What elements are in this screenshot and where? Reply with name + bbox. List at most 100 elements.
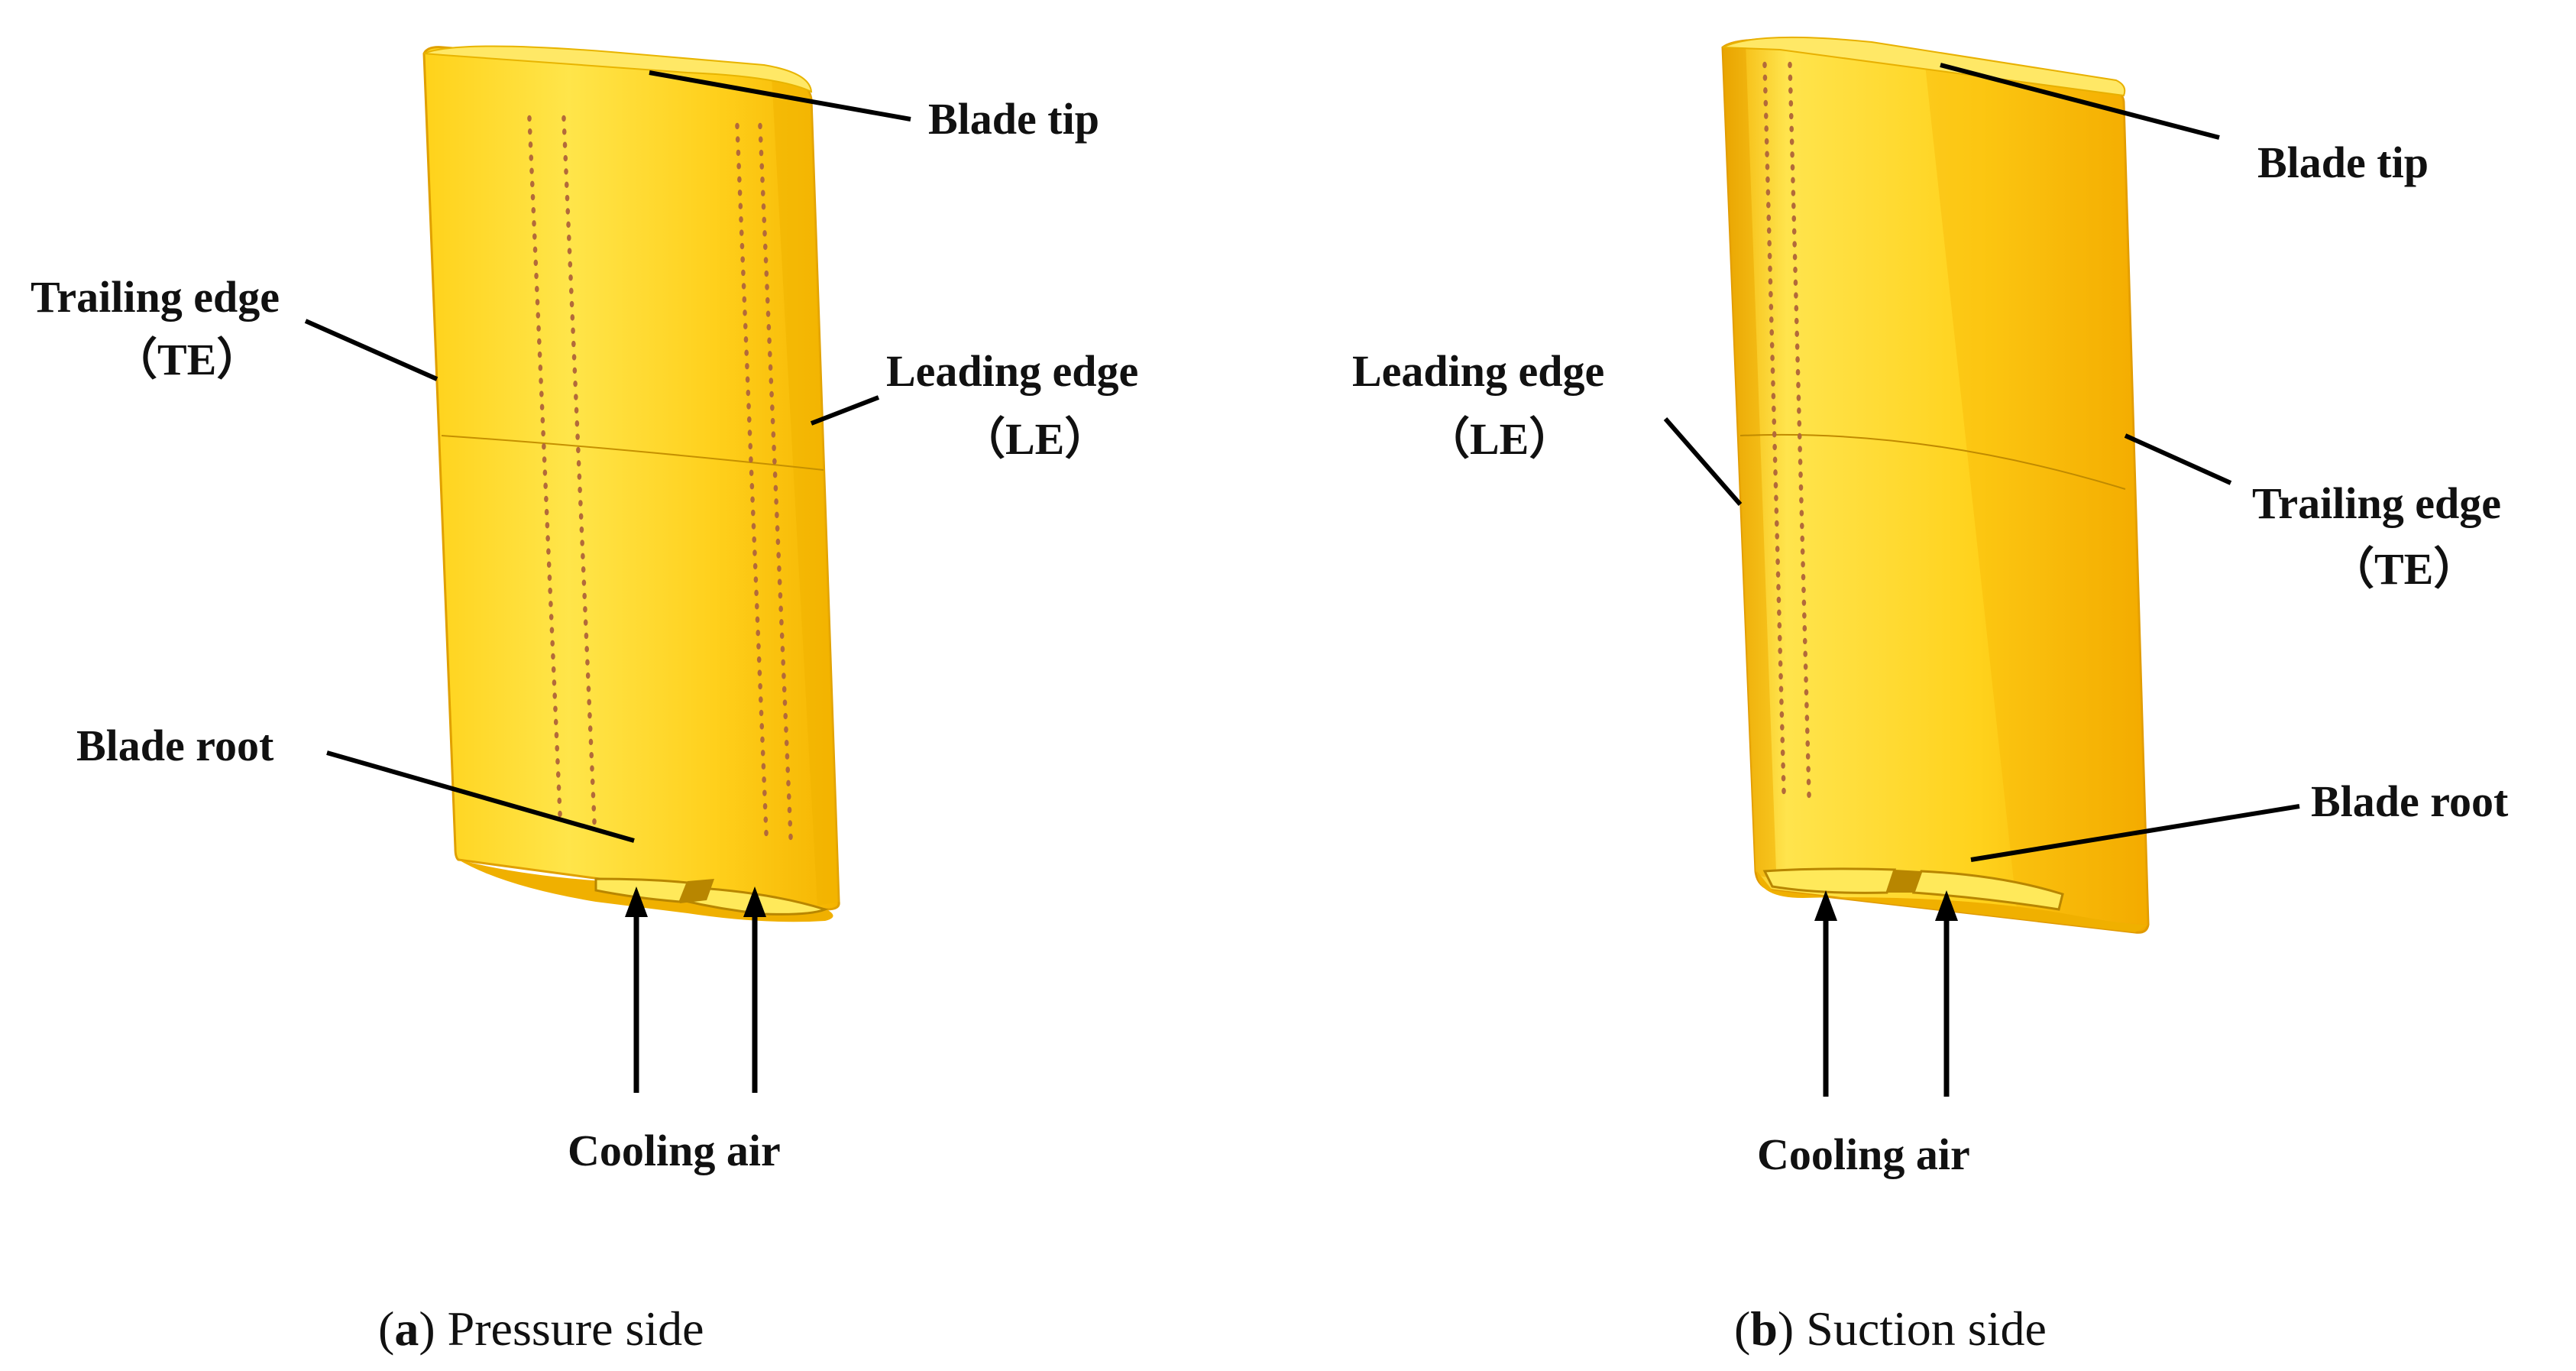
cooling-hole [528,141,533,148]
cooling-hole [1803,663,1808,670]
cooling-hole [747,429,752,436]
cooling-hole [542,469,548,476]
cooling-hole [553,718,558,726]
cooling-hole [555,744,560,752]
cooling-hole [532,246,538,253]
cooling-hole [574,407,579,414]
cooling-hole [530,193,536,201]
cooling-hole [561,128,567,135]
cooling-hole [1781,775,1786,782]
cooling-hole [1764,138,1769,145]
cooling-hole [1770,367,1775,374]
cooling-hole [749,483,755,490]
cooling-hole [1790,164,1795,171]
cooling-hole [758,682,762,690]
cooling-hole [779,619,784,626]
cooling-hole [1780,749,1785,757]
cooling-hole [756,643,761,650]
cooling-hole [779,632,785,639]
cooling-hole [568,261,573,268]
cooling-hole [735,122,739,130]
cooling-hole [1792,254,1798,261]
leader-trailing-edge-b [2124,433,2232,485]
cooling-hole [1779,711,1785,718]
label-leading-edge-b: Leading edge [1352,346,1604,396]
cooling-hole [1788,112,1794,120]
cooling-hole [750,496,755,503]
caption-b: (b) Suction side [1734,1301,2047,1356]
cooling-hole [1771,380,1775,387]
cooling-hole [1769,290,1773,298]
cooling-hole [1794,292,1798,299]
cooling-hole [781,659,785,666]
cooling-hole [580,540,584,546]
cooling-hole [775,511,779,519]
cooling-hole [1769,316,1774,323]
leader-trailing-edge-a [304,319,439,381]
cooling-hole [549,614,554,621]
cooling-hole [1789,125,1794,132]
cooling-hole [756,656,762,663]
cooling-hole [542,456,547,463]
cooling-hole [1788,61,1792,69]
cooling-hole [591,792,596,799]
cooling-hole [769,378,774,384]
cooling-hole [1801,561,1805,568]
cooling-hole [527,115,532,122]
cooling-hole [1791,190,1796,196]
cooling-hole [756,630,761,637]
cooling-hole [1805,740,1811,747]
cooling-hole [748,442,753,450]
cooling-hole [536,325,541,332]
cooling-hole [1775,571,1781,578]
cooling-hole [1763,112,1769,119]
cooling-hole [547,574,552,582]
cooling-hole [582,592,587,600]
cooling-hole [785,767,791,773]
cooling-hole [1791,215,1797,222]
cooling-hole [1782,787,1786,795]
cooling-hole [581,553,585,560]
cooling-hole [1799,497,1804,504]
cooling-hole [566,221,571,228]
cooling-hole [762,230,767,237]
cooling-hole [741,269,746,277]
cooling-hole [1801,586,1806,594]
cooling-hole [529,180,535,188]
cooling-hole [1788,87,1793,94]
cooling-hole [746,389,751,397]
cooling-hole [534,272,539,280]
cooling-hole [542,443,546,450]
cooling-hole [539,378,543,384]
cooling-hole [1798,484,1804,491]
cooling-hole [785,753,790,760]
cooling-hole [565,194,570,202]
cooling-hole [545,522,550,529]
cooling-hole [771,431,776,438]
cooling-hole [1805,728,1810,734]
cooling-hole [1799,522,1804,530]
cooling-hole [1769,342,1775,348]
cooling-hole [737,176,742,183]
cooling-hole [759,723,765,730]
cooling-hole [581,579,587,586]
cooling-hole [754,589,759,597]
cooling-hole [1801,573,1806,581]
cooling-hole [537,351,542,358]
cooling-hole [1774,507,1779,514]
blade-b-body [1721,36,2150,934]
cooling-air-arrows-a [625,886,766,1093]
cooling-hole [1772,431,1777,438]
cooling-hole [1765,164,1770,170]
cooling-hole [1806,779,1811,786]
cooling-hole [562,141,568,148]
cooling-hole [776,552,781,559]
cooling-hole [1801,599,1807,606]
cooling-hole [578,486,582,494]
cooling-hole [1772,405,1776,413]
leader-blade-tip-a [649,70,911,122]
cooling-hole [576,446,581,454]
cooling-hole [1776,596,1782,604]
cooling-hole [1767,240,1772,247]
cooling-hole [741,283,746,290]
